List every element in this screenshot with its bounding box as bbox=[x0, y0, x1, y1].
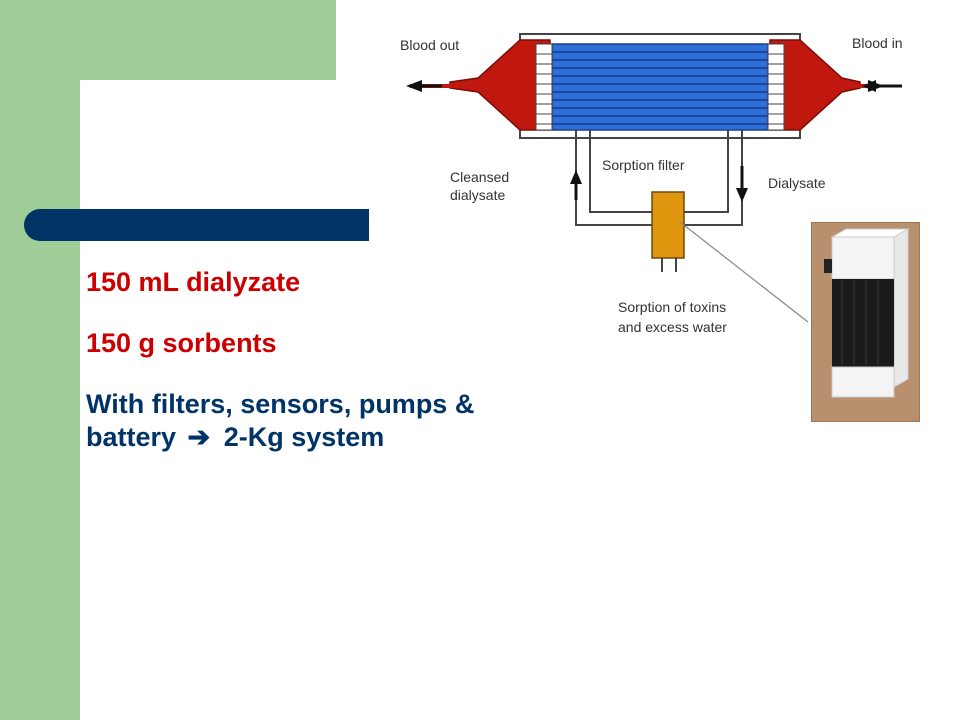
label-blood-in: Blood in bbox=[852, 35, 903, 51]
sorption-filter-cartridge bbox=[651, 191, 685, 259]
cartridge-illustration bbox=[824, 228, 910, 398]
fiber-lines bbox=[552, 51, 768, 125]
cartridge-photo bbox=[811, 222, 920, 422]
title-bar-accent bbox=[24, 209, 369, 241]
text-system-line1: With filters, sensors, pumps & bbox=[86, 389, 475, 419]
dialyzer-diagram: Blood out Blood in Sorption filter Clean… bbox=[400, 33, 903, 335]
text-battery: battery bbox=[86, 422, 177, 452]
text-sorbents: 150 g sorbents bbox=[86, 328, 277, 358]
label-toxins-2: and excess water bbox=[618, 319, 727, 335]
sidebar-green-left bbox=[0, 0, 80, 720]
sidebar-green-top bbox=[0, 0, 336, 80]
bullet-text-block: 150 mL dialyzate 150 g sorbents With fil… bbox=[86, 266, 606, 454]
dialysate-loop bbox=[575, 130, 743, 226]
arrow-down-icon bbox=[736, 166, 748, 202]
arrow-up-icon bbox=[570, 170, 582, 200]
potting-left bbox=[535, 43, 553, 131]
label-sorption-filter: Sorption filter bbox=[602, 157, 685, 173]
potting-right bbox=[767, 43, 785, 131]
label-cleansed-2: dialysate bbox=[450, 187, 505, 203]
arrow-left-icon bbox=[862, 80, 902, 92]
fiber-bundle bbox=[551, 43, 769, 131]
text-system-weight: 2-Kg system bbox=[223, 422, 385, 452]
label-cleansed-1: Cleansed bbox=[450, 169, 509, 185]
label-blood-out: Blood out bbox=[400, 37, 459, 53]
pointer-line bbox=[679, 221, 809, 323]
right-arrow-icon: ➔ bbox=[187, 422, 211, 452]
text-dialyzate: 150 mL dialyzate bbox=[86, 267, 301, 297]
arrow-left-icon bbox=[406, 80, 442, 92]
label-toxins-1: Sorption of toxins bbox=[618, 299, 726, 315]
text-system-line2: battery ➔ 2-Kg system bbox=[86, 421, 606, 454]
label-dialysate: Dialysate bbox=[768, 175, 826, 191]
content-panel-corner bbox=[80, 80, 140, 140]
